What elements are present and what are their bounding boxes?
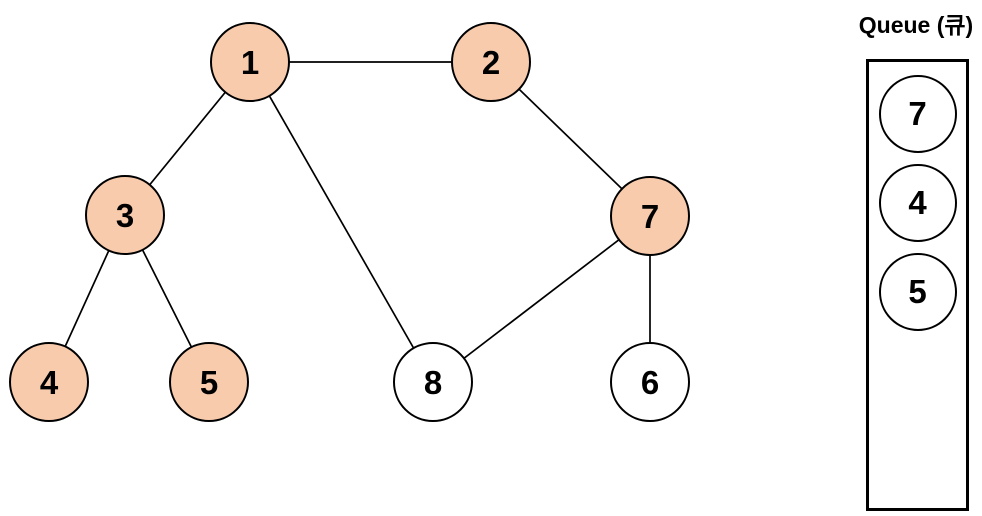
queue-title: Queue (큐)	[858, 12, 974, 38]
graph-node-label-7: 7	[641, 198, 659, 235]
graph-node-circle-3	[85, 175, 165, 255]
graph-node-circle-6	[610, 342, 690, 422]
graph-node-7: 7	[610, 176, 690, 256]
graph-node-label-6: 6	[641, 364, 659, 401]
graph-node-label-3: 3	[116, 197, 134, 234]
queue-item-5: 5	[878, 253, 957, 331]
graph-node-5: 5	[169, 342, 249, 422]
graph-node-circle-7	[610, 176, 690, 256]
graph-node-1: 1	[210, 22, 290, 102]
graph-node-label-4: 4	[40, 364, 59, 401]
graph-canvas: 1 2 3 7 4 5 8 6	[9, 22, 690, 422]
graph-node-circle-5	[169, 342, 249, 422]
queue-item-4: 4	[878, 164, 957, 242]
graph-node-circle-4	[9, 342, 89, 422]
queue-item-7: 7	[878, 75, 957, 153]
graph-edge-1-8	[249, 61, 434, 383]
graph-node-2: 2	[451, 22, 531, 102]
graph-node-3: 3	[85, 175, 165, 255]
graph-node-label-8: 8	[424, 364, 442, 401]
graph-node-label-2: 2	[482, 44, 500, 81]
graph-node-circle-1	[210, 22, 290, 102]
queue-box: 7 4 5	[866, 59, 969, 511]
graph-node-circle-8	[393, 342, 473, 422]
graph-node-8: 8	[393, 342, 473, 422]
graph-edge-7-8	[432, 215, 651, 383]
graph-node-label-5: 5	[200, 364, 218, 401]
graph-node-4: 4	[9, 342, 89, 422]
graph-node-circle-2	[451, 22, 531, 102]
graph-node-6: 6	[610, 342, 690, 422]
graph-node-label-1: 1	[241, 44, 259, 81]
